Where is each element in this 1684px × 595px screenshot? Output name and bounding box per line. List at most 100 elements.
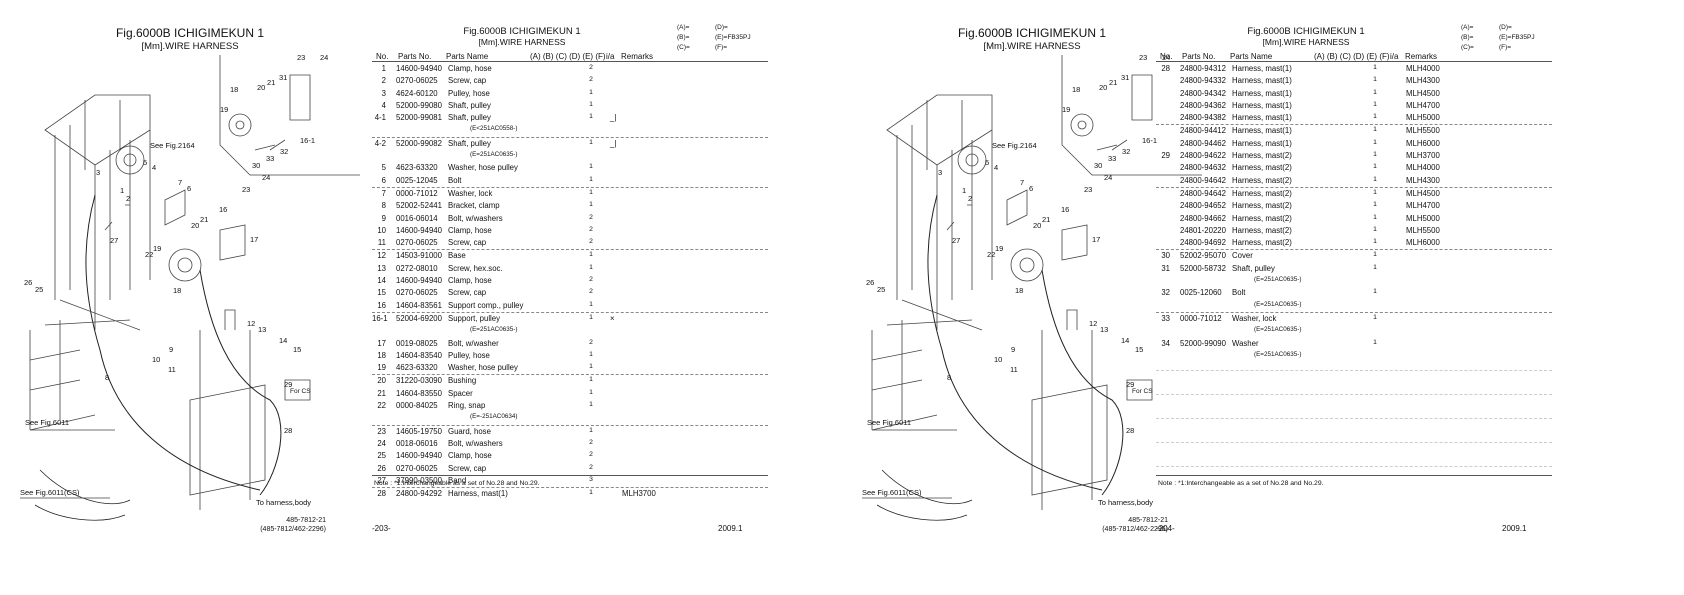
table-title: Fig.6000B ICHIGIMEKUN 1: [463, 26, 581, 37]
remarks: MLH3700: [622, 489, 656, 499]
part-name: Washer, lock: [1232, 313, 1277, 323]
item-number: 20: [377, 376, 386, 386]
part-name: Harness, mast(1): [1232, 64, 1292, 73]
svg-text:9: 9: [169, 345, 173, 354]
part-number: 0000-71012: [1180, 313, 1222, 323]
part-name: Harness, mast(2): [1232, 225, 1292, 235]
part-name: Harness, mast(2): [1232, 238, 1292, 248]
quantity: 1: [589, 175, 593, 183]
part-name: Shaft, pulley: [448, 138, 491, 148]
svg-text:18: 18: [173, 286, 181, 295]
item-number: 17: [377, 338, 386, 348]
diagram-title: Fig.6000B ICHIGIMEKUN 1: [115, 26, 265, 40]
part-name: Washer, hose pulley: [448, 163, 518, 173]
part-name: Washer, hose pulley: [448, 363, 518, 373]
model-legend: (A)= (B)= (C)=: [1461, 24, 1474, 51]
quantity: 1: [1373, 201, 1377, 209]
svg-text:24: 24: [262, 173, 270, 182]
part-name: Base: [448, 251, 466, 261]
interchange-note: Note : *1:Interchangeable as a set of No…: [1158, 480, 1324, 487]
quantity: 1: [1373, 263, 1377, 271]
item-number: 23: [377, 426, 386, 436]
quantity: 2: [589, 225, 593, 233]
svg-text:29: 29: [1126, 380, 1134, 389]
svg-text:16-1: 16-1: [1142, 136, 1157, 145]
quantity: 1: [1373, 188, 1377, 196]
issue-date: 2009.1: [1502, 524, 1527, 533]
quantity: 1: [589, 138, 593, 146]
part-name: Spacer: [448, 388, 473, 398]
header-divider: [372, 61, 768, 62]
header-parts-no: Parts No.: [398, 52, 432, 61]
serial-note: (E=251AC0635-): [1254, 350, 1302, 358]
svg-text:19: 19: [995, 244, 1003, 253]
for-cs-label: For CS: [290, 388, 311, 395]
svg-text:18: 18: [230, 85, 238, 94]
empty-row-line: [1156, 370, 1552, 372]
svg-text:30: 30: [1094, 161, 1102, 170]
right-parts-diagram: Fig.6000B ICHIGIMEKUN 1 [Mm].WIRE HARNES…: [842, 0, 1222, 595]
svg-text:24: 24: [1162, 53, 1170, 62]
header-no: No.: [1160, 52, 1173, 61]
quantity: 1: [1373, 126, 1377, 134]
part-number: 14600-94940: [396, 451, 442, 461]
quantity: 1: [589, 300, 593, 308]
item-number: 14: [377, 276, 386, 286]
page-number: -204-: [1156, 524, 1175, 533]
table-subtitle: [Mm].WIRE HARNESS: [478, 37, 566, 47]
remarks: MLH6000: [1406, 138, 1440, 148]
remarks: MLH4000: [1406, 64, 1440, 73]
part-name: Washer, lock: [448, 188, 493, 198]
part-name: Screw, cap: [448, 238, 487, 248]
item-number: 32: [1161, 288, 1170, 298]
svg-text:24: 24: [320, 53, 328, 62]
item-number: 24: [377, 438, 386, 448]
svg-text:1: 1: [120, 186, 124, 195]
item-number: 30: [1161, 251, 1170, 261]
part-name: Harness, mast(1): [1232, 76, 1292, 86]
svg-text:13: 13: [258, 325, 266, 334]
part-name: Harness, mast(1): [1232, 126, 1292, 136]
left-parts-table: Fig.6000B ICHIGIMEKUN 1 [Mm].WIRE HARNES…: [372, 0, 802, 595]
part-name: Harness, mast(2): [1232, 188, 1292, 198]
part-name: Harness, mast(2): [1232, 213, 1292, 223]
serial-note-row: (E=251AC0635-): [1156, 325, 1552, 337]
part-name: Shaft, pulley: [448, 113, 491, 123]
quantity: 1: [589, 489, 593, 497]
item-number: 31: [1161, 263, 1170, 273]
svg-text:23: 23: [297, 53, 305, 62]
part-name: Harness, mast(2): [1232, 175, 1292, 185]
to-harness-label: To harness,body: [256, 498, 311, 507]
part-name: Ring, snap: [448, 401, 486, 411]
item-number: 16-1: [372, 313, 388, 323]
remarks: MLH4300: [1406, 175, 1440, 185]
item-number: 28: [377, 489, 386, 499]
drawing-number: 485-7812-21 (485-7812/462-2296): [1102, 517, 1168, 533]
part-number: 37990-03500: [396, 475, 442, 485]
serial-note-row: (E=251AC0635-): [1156, 350, 1552, 362]
quantity: 1: [1373, 88, 1377, 96]
serial-note: (E=251AC0635-): [1254, 276, 1302, 284]
remarks: MLH4000: [1406, 163, 1440, 173]
part-number: 0016-06014: [396, 213, 438, 223]
part-name: Shaft, pulley: [448, 100, 491, 110]
empty-row-line: [1156, 418, 1552, 420]
svg-text:4: 4: [152, 163, 156, 172]
part-name: Screw, cap: [448, 463, 487, 473]
item-number: 12: [377, 251, 386, 261]
quantity: 1: [1373, 100, 1377, 108]
